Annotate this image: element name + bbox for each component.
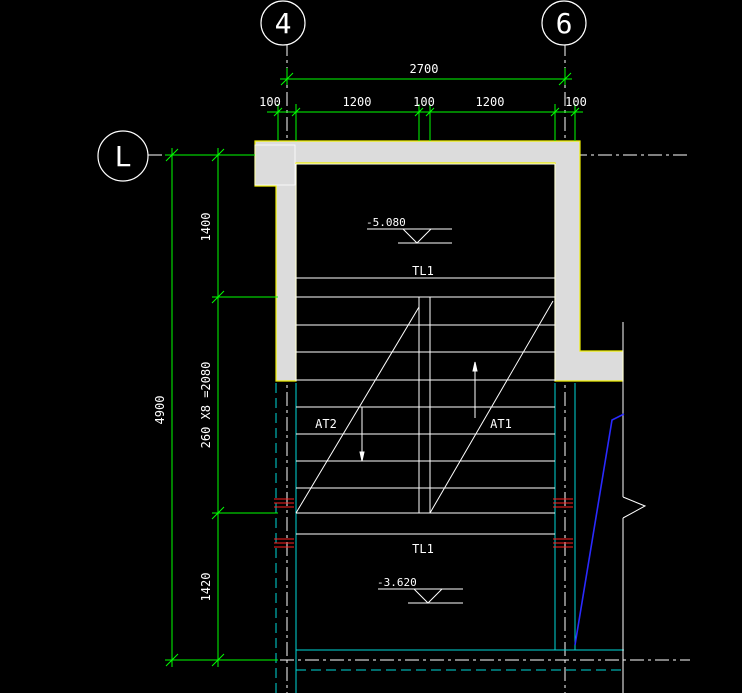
flight-diagonal-right (429, 300, 554, 514)
elevation-symbols (367, 228, 463, 604)
dim-wall-left: 100 (259, 95, 281, 109)
dim-landing-bottom: 1420 (199, 573, 213, 602)
column-outline (254, 144, 296, 186)
grid-bubble-4-circle (260, 0, 306, 46)
flight-diagonal-left (295, 306, 420, 514)
break-symbol (622, 496, 647, 519)
grid-bubble-6-circle (541, 0, 587, 46)
stair-label-left: AT2 (315, 417, 337, 431)
dim-wall-right: 100 (565, 95, 587, 109)
grid-bubbles (97, 0, 587, 182)
arrow-up-head (472, 361, 478, 372)
break-line (574, 413, 625, 646)
arrow-down-head (359, 451, 365, 462)
grid-label-4: 4 (275, 7, 292, 40)
stair-label-right: AT1 (490, 417, 512, 431)
dim-overall: 2700 (410, 62, 439, 76)
elevation-upper-label: -5.080 (366, 216, 406, 229)
dim-flight-right: 1200 (476, 95, 505, 109)
grid-bubble-L-circle (97, 130, 149, 182)
dim-steps: 260 X8 =2080 (199, 362, 213, 449)
dim-total-depth: 4900 (153, 396, 167, 425)
beam-label-top: TL1 (412, 264, 434, 278)
beam-label-bottom: TL1 (412, 542, 434, 556)
dim-landing-top: 1400 (199, 213, 213, 242)
direction-arrows (359, 361, 478, 462)
right-side-lines (622, 322, 647, 693)
grid-label-6: 6 (556, 7, 573, 40)
lower-wall-lines (275, 383, 624, 693)
dim-flight-left: 1200 (343, 95, 372, 109)
stair-treads (295, 277, 555, 535)
rebar-marks (274, 498, 573, 548)
grid-label-L: L (115, 140, 132, 173)
concrete-wall (254, 140, 624, 382)
wall-edge-lines (295, 163, 556, 381)
dimension-lines (165, 68, 583, 667)
elevation-lower-label: -3.620 (377, 576, 417, 589)
dim-middle: 100 (413, 95, 435, 109)
